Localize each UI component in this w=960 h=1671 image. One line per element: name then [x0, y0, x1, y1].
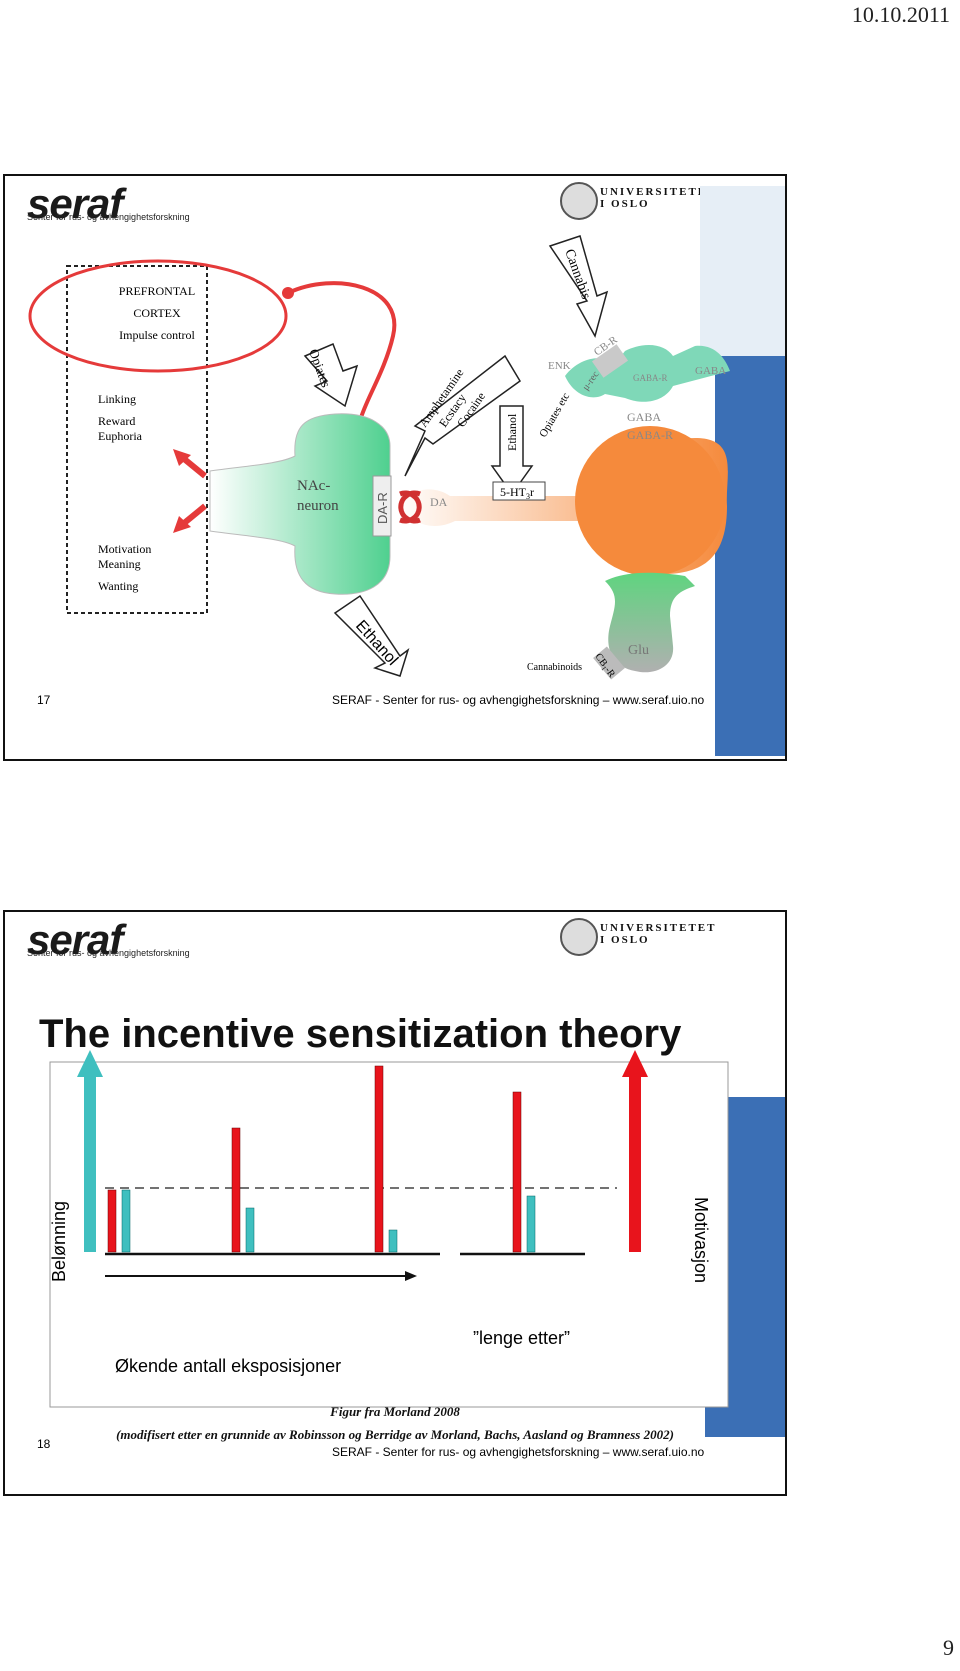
motivation-bar — [374, 1065, 384, 1253]
slide-18: seraf Senter for rus- og avhengighetsfor… — [3, 910, 787, 1496]
statue-decoration — [700, 186, 785, 356]
uio-line1: UNIVERSITETET — [600, 186, 717, 198]
reward-pathway-diagram: PREFRONTAL CORTEX Impulse control Linkin… — [28, 186, 785, 756]
seraf-logo: seraf — [27, 180, 123, 227]
cb-receptor-top — [591, 344, 629, 378]
opiates-arrow — [303, 342, 359, 408]
gaba-right-label: GABA — [695, 365, 726, 377]
slide-title: The incentive sensitization theory — [39, 1012, 682, 1056]
cortex-box — [66, 265, 208, 614]
reward-bar — [526, 1195, 536, 1253]
blue-decoration — [715, 356, 785, 756]
cannabinoids-label: Cannabinoids — [527, 662, 582, 673]
ethanol-bottom-arrow — [333, 594, 410, 677]
da-label: DA — [430, 495, 448, 509]
incentive-sensitization-figure: Belønning Motivasjon Økende antall ekspo… — [37, 1050, 785, 1459]
neuron-label: neuron — [297, 498, 339, 514]
meaning-label: Meaning — [98, 557, 141, 571]
motivation-axis-arrow — [629, 1072, 641, 1252]
arrow-up-left — [181, 455, 207, 479]
ethanol-top-arrow — [490, 405, 534, 496]
cb1-receptor — [593, 646, 625, 680]
cortex-label-3: Impulse control — [119, 328, 195, 342]
figure-caption-2: (modifisert etter en grunnide av Robinss… — [116, 1427, 674, 1442]
da-receptor — [372, 475, 392, 537]
uio-line2: I OSLO — [600, 198, 650, 210]
glu-neuron — [605, 572, 695, 673]
arrow-down-left-head — [173, 516, 191, 533]
arrow-down-left — [181, 503, 207, 527]
seraf-logo-tagline: Senter for rus- og avhengighetsforskning — [27, 212, 190, 222]
slide-17-footer: SERAF - Senter for rus- og avhengighetsf… — [332, 693, 705, 707]
reuptake-icon-2 — [398, 490, 421, 524]
cannabis-arrow — [548, 235, 609, 338]
uio-line2: I OSLO — [600, 934, 650, 946]
motivation-label: Motivation — [98, 542, 151, 556]
motivation-bar — [512, 1091, 522, 1253]
cortex-label-1: PREFRONTAL — [119, 284, 195, 298]
reward-bar — [121, 1189, 131, 1253]
vta-cell-body — [575, 426, 725, 576]
enk-label: ENK — [548, 360, 571, 372]
gaba-r-mid-label: GABA-R — [627, 428, 673, 442]
reward-label: Reward — [98, 414, 135, 428]
reward-axis-arrow — [84, 1072, 96, 1252]
motivation-axis-arrow-head — [622, 1050, 648, 1077]
page-number: 9 — [943, 1635, 954, 1660]
slide-17: seraf Senter for rus- og avhengighetsfor… — [3, 174, 787, 761]
slide-17-number: 17 — [37, 693, 51, 707]
ht3r-box — [492, 481, 546, 501]
reward-bar — [245, 1207, 255, 1253]
ht3r-label: 5-HT3r — [500, 485, 534, 501]
stimulants-arrow — [404, 354, 521, 477]
header-date: 10.10.2011 — [851, 2, 950, 27]
opiates-etc-label: Opiates etc — [537, 391, 572, 440]
exposure-arrow-head — [405, 1271, 417, 1281]
linking-label: Linking — [98, 392, 136, 406]
dar-label: DA-R — [375, 492, 390, 524]
arrow-up-left-head — [173, 449, 191, 466]
reward-bar — [388, 1229, 398, 1253]
uio-seal-icon — [560, 182, 598, 220]
reward-axis-arrow-head — [77, 1050, 103, 1077]
motivation-bar — [231, 1127, 241, 1253]
seraf-logo-tagline: Senter for rus- og avhengighetsforskning — [27, 948, 190, 958]
uio-wordmark: UNIVERSITETET I OSLO — [600, 922, 716, 946]
uio-line1: UNIVERSITETET — [600, 922, 717, 934]
cortex-ellipse — [28, 259, 288, 373]
uio-wordmark: UNIVERSITETET I OSLO — [600, 186, 716, 210]
nac-label: NAc- — [297, 478, 330, 494]
slide-18-footer: SERAF - Senter for rus- og avhengighetsf… — [332, 1445, 705, 1459]
uio-seal-icon — [560, 918, 598, 956]
nac-neuron — [209, 413, 391, 595]
belonning-label: Belønning — [49, 1201, 69, 1282]
gaba-r-top-label: GABA-R — [633, 373, 668, 383]
gaba-mid-label: GABA — [627, 410, 661, 424]
figure-caption-1: Figur fra Morland 2008 — [330, 1404, 460, 1419]
euphoria-label: Euphoria — [98, 429, 143, 443]
glu-label: Glu — [628, 643, 649, 658]
motivasjon-label: Motivasjon — [691, 1197, 711, 1283]
x-axis-label: Økende antall eksposisjoner — [115, 1356, 341, 1376]
wanting-label: Wanting — [98, 579, 138, 593]
motivation-bar — [107, 1189, 117, 1253]
slide-18-number: 18 — [37, 1437, 51, 1451]
seraf-logo: seraf — [27, 916, 123, 963]
late-label: ”lenge etter” — [473, 1328, 570, 1348]
ethanol-top-label: Ethanol — [505, 413, 519, 451]
cortex-label-2: CORTEX — [133, 306, 181, 320]
projection-arrow — [287, 281, 397, 422]
